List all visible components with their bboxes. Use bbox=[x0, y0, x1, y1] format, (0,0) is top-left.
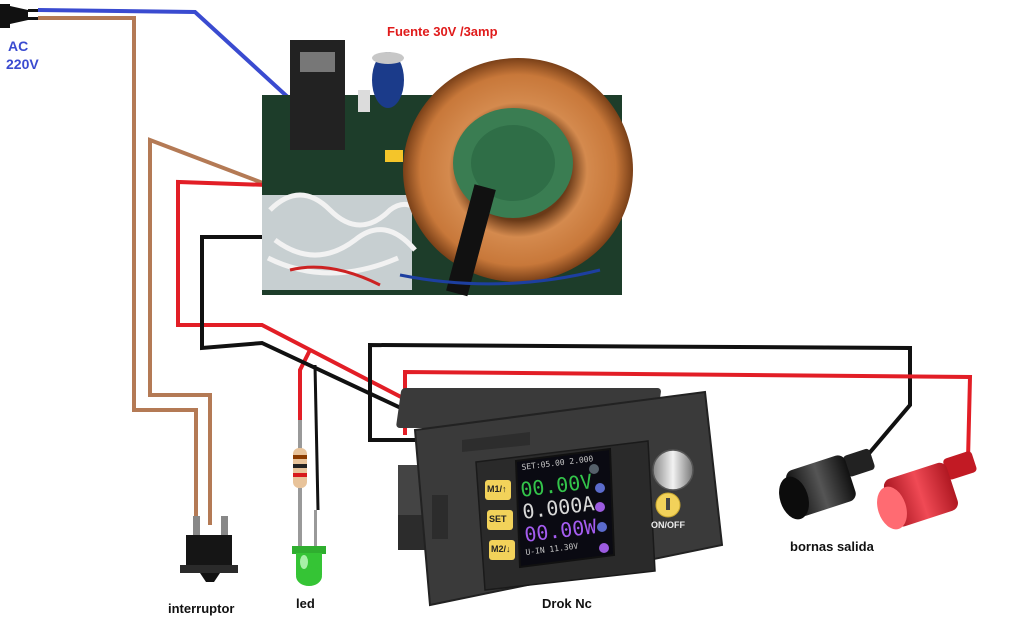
power-supply-label: Fuente 30V /3amp bbox=[387, 24, 498, 39]
resistor-icon bbox=[293, 420, 307, 548]
set-button-label: SET bbox=[489, 514, 507, 524]
wire-red-led bbox=[298, 349, 312, 425]
ac-plug-icon bbox=[0, 4, 38, 28]
led-icon bbox=[292, 510, 326, 586]
wire-black-led bbox=[313, 364, 320, 511]
module-label: Drok Nc bbox=[542, 596, 592, 611]
power-button-label: ON/OFF bbox=[651, 520, 685, 530]
wire-black-out bbox=[368, 342, 912, 472]
voltage-label: 220V bbox=[6, 56, 39, 72]
m1-button-label: M1/↑ bbox=[487, 484, 507, 494]
drok-module bbox=[396, 388, 724, 607]
wire-brown-2 bbox=[148, 137, 269, 525]
black-terminal-icon bbox=[779, 448, 875, 520]
terminals-label: bornas salida bbox=[790, 539, 874, 554]
switch-icon bbox=[180, 516, 238, 582]
led-label: led bbox=[296, 596, 315, 611]
wire-red-1 bbox=[176, 179, 456, 427]
ac-label: AC bbox=[8, 38, 29, 54]
power-supply-board bbox=[262, 40, 633, 297]
m2-button-label: M2/↓ bbox=[491, 544, 511, 554]
wire-black-1 bbox=[200, 235, 466, 440]
red-terminal-icon bbox=[877, 451, 977, 530]
switch-label: interruptor bbox=[168, 601, 235, 616]
wire-brown-1 bbox=[38, 16, 198, 525]
